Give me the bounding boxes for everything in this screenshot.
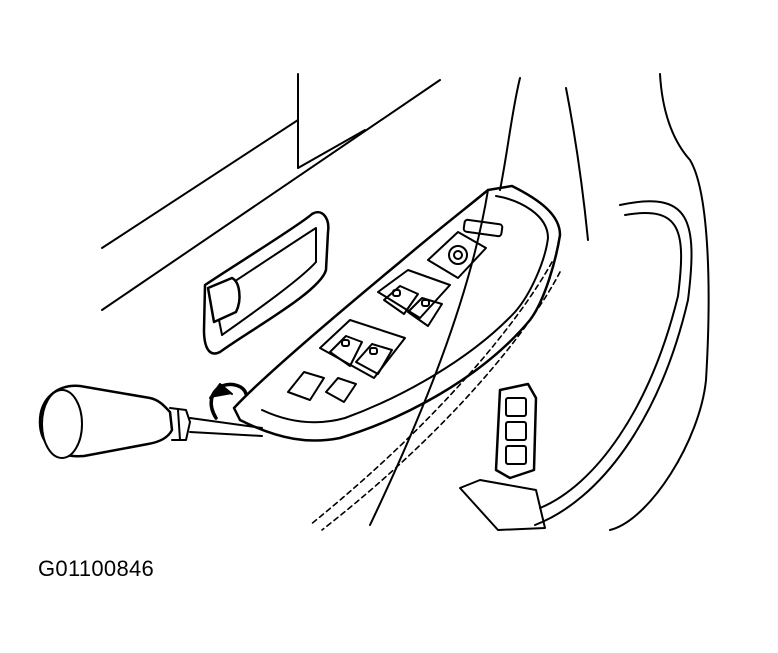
screwdriver <box>40 386 262 458</box>
lower-door-contours <box>370 74 709 530</box>
figure-id-label: G01100846 <box>38 556 155 581</box>
door-trim-lines <box>102 74 588 310</box>
door-panel-stitching <box>310 262 560 530</box>
rear-window-switches <box>320 320 405 378</box>
door-handle <box>204 212 328 353</box>
lock-button <box>463 219 502 236</box>
switch-bezel <box>234 186 560 441</box>
side-switch-panel <box>460 384 545 530</box>
front-window-switches <box>378 270 450 326</box>
pry-direction-arrow <box>210 384 246 418</box>
lock-switches <box>288 372 356 402</box>
mirror-control <box>428 232 486 278</box>
